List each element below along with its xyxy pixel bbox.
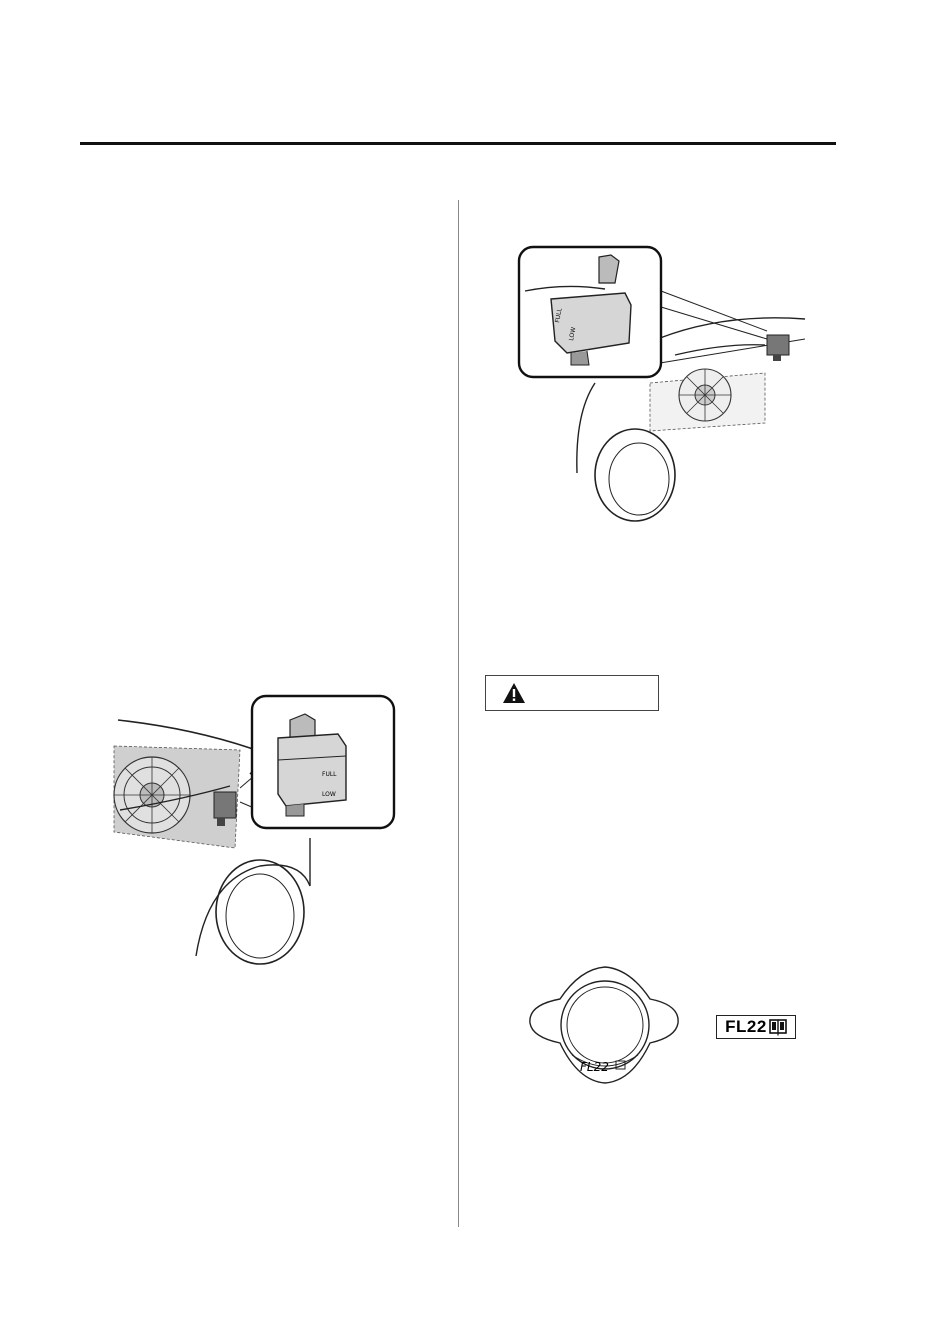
manual-book-icon bbox=[769, 1019, 787, 1036]
warning-triangle-icon bbox=[503, 683, 525, 703]
svg-text:LOW: LOW bbox=[568, 326, 577, 341]
coolant-reservoir-illustration-right: FULL LOW bbox=[517, 245, 806, 522]
svg-text:LOW: LOW bbox=[322, 791, 336, 798]
svg-text:FULL: FULL bbox=[554, 307, 564, 323]
coolant-reservoir-illustration-left: FULL LOW bbox=[113, 694, 396, 965]
header-rule bbox=[80, 142, 836, 145]
warning-box bbox=[485, 675, 659, 711]
fl22-text: FL22 bbox=[725, 1017, 767, 1036]
column-divider bbox=[458, 200, 459, 1227]
cap-marking-text: FL22 bbox=[580, 1060, 609, 1074]
svg-text:FULL: FULL bbox=[322, 771, 337, 778]
radiator-cap-illustration: FL22 bbox=[529, 966, 679, 1084]
fl22-marking-label: FL22 bbox=[716, 1015, 796, 1039]
